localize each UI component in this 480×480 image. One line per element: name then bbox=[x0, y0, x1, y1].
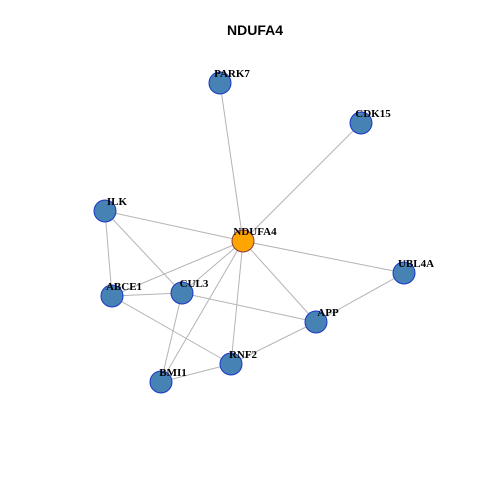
edge-cul3-app bbox=[181, 292, 317, 323]
node-ndufa4[interactable] bbox=[231, 229, 255, 253]
node-park7[interactable] bbox=[208, 71, 232, 95]
edge-ndufa4-app bbox=[242, 240, 317, 323]
edges-layer bbox=[104, 82, 405, 383]
node-label-cdk15: CDK15 bbox=[355, 108, 391, 120]
node-label-ndufa4: NDUFA4 bbox=[233, 226, 277, 238]
edge-abce1-cul3 bbox=[111, 292, 183, 297]
node-label-park7: PARK7 bbox=[214, 68, 250, 80]
edge-ndufa4-rnf2 bbox=[230, 240, 244, 365]
edge-ndufa4-cdk15 bbox=[242, 122, 362, 242]
nodes-layer bbox=[93, 71, 416, 394]
node-cdk15[interactable] bbox=[349, 111, 373, 135]
node-cul3[interactable] bbox=[170, 281, 194, 305]
node-abce1[interactable] bbox=[100, 284, 124, 308]
edge-cul3-bmi1 bbox=[160, 292, 183, 383]
node-label-rnf2: RNF2 bbox=[229, 349, 258, 361]
node-label-ubl4a: UBL4A bbox=[398, 258, 434, 270]
node-bmi1[interactable] bbox=[149, 370, 173, 394]
edge-ndufa4-ubl4a bbox=[242, 240, 405, 274]
edge-rnf2-bmi1 bbox=[160, 363, 232, 383]
edge-ilk-cul3 bbox=[104, 210, 183, 294]
edge-ndufa4-bmi1 bbox=[160, 240, 244, 383]
node-label-ilk: ILK bbox=[107, 196, 128, 208]
node-label-app: APP bbox=[317, 307, 339, 319]
edge-abce1-rnf2 bbox=[111, 295, 232, 365]
edge-ilk-abce1 bbox=[104, 210, 113, 297]
edge-ndufa4-cul3 bbox=[181, 240, 244, 294]
edge-ndufa4-abce1 bbox=[111, 240, 244, 297]
node-ubl4a[interactable] bbox=[392, 261, 416, 285]
graph-title: NDUFA4 bbox=[227, 22, 283, 38]
edge-app-ubl4a bbox=[315, 272, 405, 323]
node-rnf2[interactable] bbox=[219, 352, 243, 376]
node-app[interactable] bbox=[304, 310, 328, 334]
node-label-abce1: ABCE1 bbox=[106, 281, 142, 293]
node-label-cul3: CUL3 bbox=[180, 278, 209, 290]
node-label-bmi1: BMI1 bbox=[159, 367, 187, 379]
edge-ndufa4-park7 bbox=[219, 82, 244, 242]
edge-ndufa4-ilk bbox=[104, 210, 244, 242]
edge-app-rnf2 bbox=[230, 321, 317, 365]
node-ilk[interactable] bbox=[93, 199, 117, 223]
